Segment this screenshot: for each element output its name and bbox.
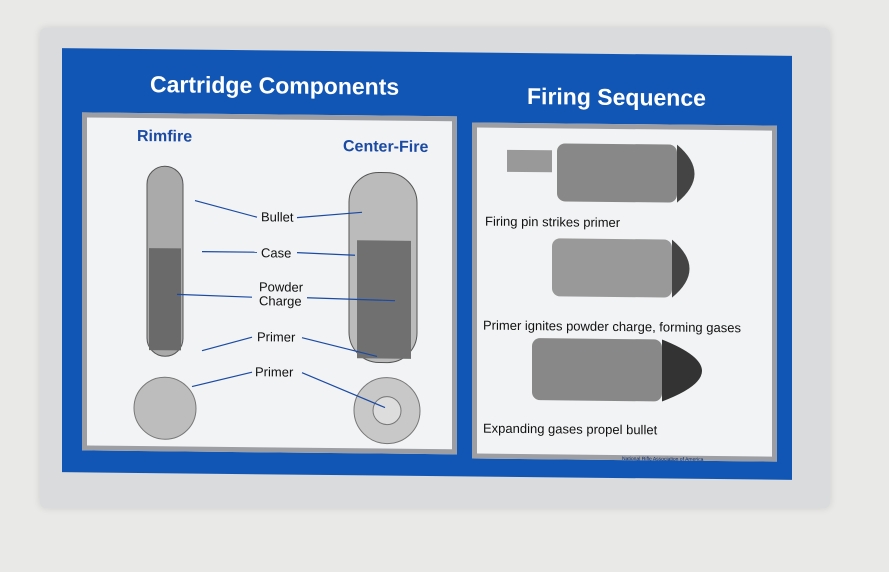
label-primer-bottom: Primer: [255, 364, 294, 380]
left-title: Cartridge Components: [150, 71, 400, 100]
components-panel: Rimfire Center-Fire Bullet Case Powder C…: [82, 112, 457, 455]
firing-sequence-illustrations: [507, 143, 702, 402]
label-case: Case: [261, 245, 292, 261]
poster: Cartridge Components Firing Sequence Rim…: [62, 48, 792, 480]
step-2-caption: Primer ignites powder charge, forming ga…: [483, 317, 741, 336]
right-title: Firing Sequence: [527, 83, 706, 111]
label-bullet: Bullet: [261, 209, 294, 225]
step-1-caption: Firing pin strikes primer: [485, 213, 621, 231]
step-3-caption: Expanding gases propel bullet: [483, 420, 658, 438]
footer-credit: National Rifle Association of America: [622, 456, 704, 463]
label-primer: Primer: [257, 329, 296, 345]
label-charge: Charge: [259, 293, 302, 309]
sequence-panel: Firing pin strikes primer Primer ignites…: [472, 122, 777, 462]
cartridge-diagram: [133, 165, 421, 445]
